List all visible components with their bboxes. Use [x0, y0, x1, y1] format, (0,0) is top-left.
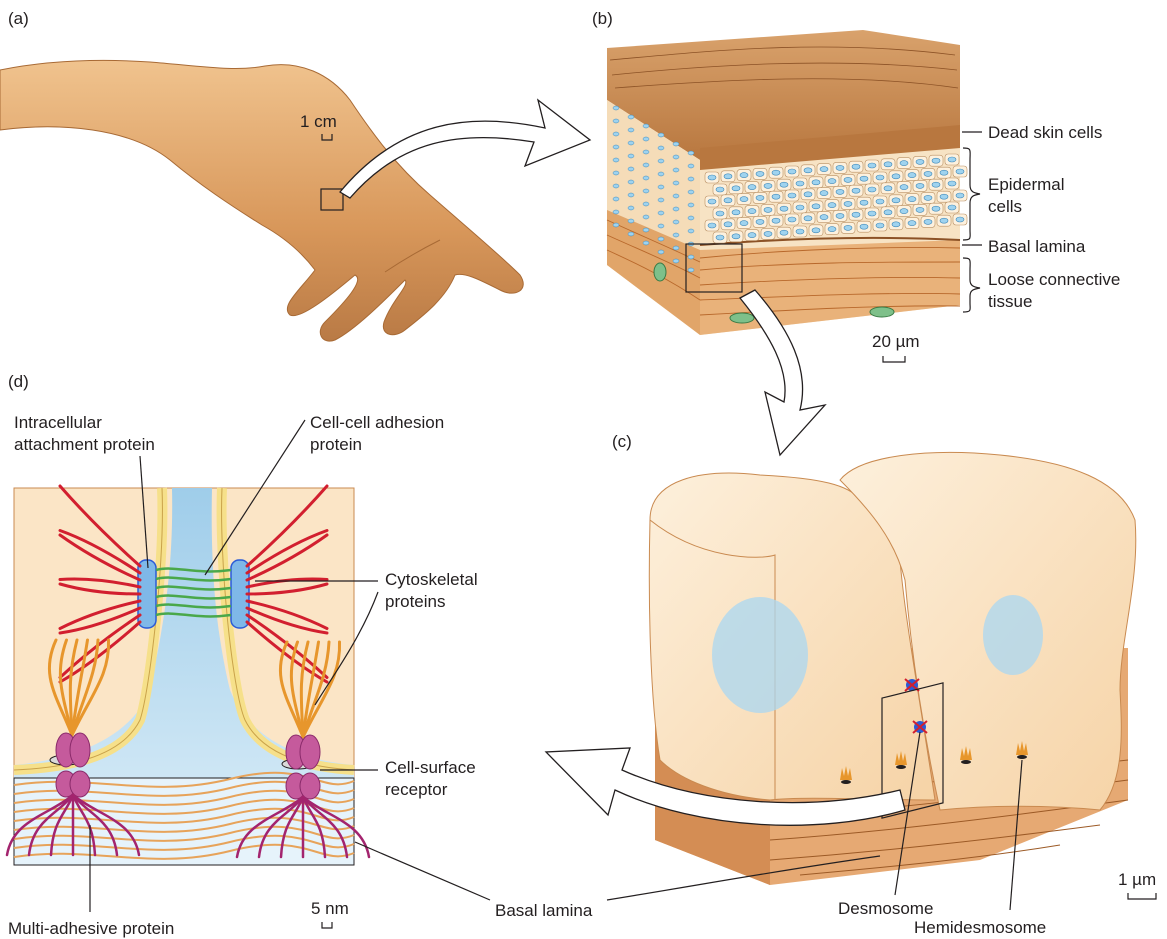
- label-intracellular-1: Intracellular: [14, 413, 102, 432]
- arm-illustration: [0, 60, 523, 341]
- label-desmosome: Desmosome: [838, 899, 933, 918]
- scale-bar-d: [322, 922, 332, 928]
- skin-block: [607, 30, 967, 335]
- label-receptor-1: Cell-surface: [385, 758, 476, 777]
- scale-label-a: 1 cm: [300, 112, 337, 131]
- label-hemidesmosome: Hemidesmosome: [914, 918, 1046, 937]
- label-epidermal-2: cells: [988, 197, 1022, 216]
- label-connective-1: Loose connective: [988, 270, 1120, 289]
- scale-label-b: 20 µm: [872, 332, 920, 351]
- panel-label-d: (d): [8, 372, 29, 391]
- scale-bar-b: [883, 356, 905, 362]
- label-intracellular-2: attachment protein: [14, 435, 155, 454]
- label-connective-2: tissue: [988, 292, 1032, 311]
- label-adhesion-2: protein: [310, 435, 362, 454]
- label-dead-skin: Dead skin cells: [988, 123, 1102, 142]
- scale-label-d: 5 nm: [311, 899, 349, 918]
- adhesion-detail: [7, 486, 369, 865]
- label-multiadhesive: Multi-adhesive protein: [8, 919, 174, 938]
- label-basal-lamina-c: Basal lamina: [495, 901, 593, 920]
- scale-label-c: 1 µm: [1118, 870, 1156, 889]
- label-cytoskeletal-1: Cytoskeletal: [385, 570, 478, 589]
- label-receptor-2: receptor: [385, 780, 448, 799]
- label-adhesion-1: Cell-cell adhesion: [310, 413, 444, 432]
- label-basal-lamina-b: Basal lamina: [988, 237, 1086, 256]
- panel-label-c: (c): [612, 432, 632, 451]
- scale-bar-c: [1128, 893, 1156, 899]
- label-epidermal-1: Epidermal: [988, 175, 1065, 194]
- panel-label-a: (a): [8, 9, 29, 28]
- panel-label-b: (b): [592, 9, 613, 28]
- label-cytoskeletal-2: proteins: [385, 592, 445, 611]
